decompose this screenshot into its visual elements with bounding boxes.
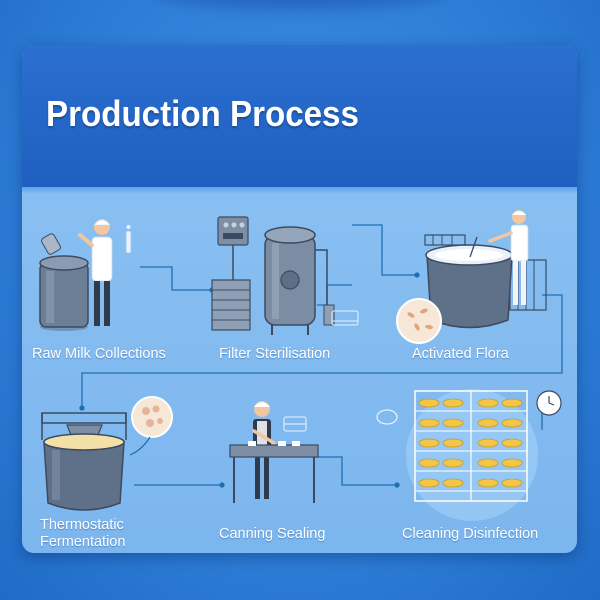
cheese-rows — [418, 398, 523, 488]
top-glow — [150, 0, 450, 10]
flow-connectors — [79, 224, 563, 488]
step-label-filter-sterilisation: Filter Sterilisation — [219, 346, 331, 362]
step-thermostatic-fermentation-illustration — [41, 396, 173, 511]
step-raw-milk-illustration — [39, 219, 132, 331]
step-filter-sterilisation-illustration — [211, 216, 359, 335]
connector-2-3 — [317, 284, 352, 306]
step-activated-flora-illustration — [396, 210, 547, 344]
process-illustration — [39, 210, 563, 521]
step-cleaning-disinfection-illustration — [376, 389, 562, 521]
connector-1-2 — [140, 266, 212, 291]
step-label-canning-sealing: Canning Sealing — [219, 526, 326, 542]
header-banner: Production Process — [22, 45, 577, 187]
header-divider — [22, 187, 577, 195]
connector-2-3b — [352, 224, 417, 276]
connector-3-4 — [81, 294, 563, 408]
step-label-thermostatic-fermentation: Thermostatic Fermentation — [40, 517, 126, 550]
step-label-activated-flora: Activated Flora — [412, 346, 509, 362]
step-label-raw-milk-collections: Raw Milk Collections — [32, 346, 166, 362]
step-canning-sealing-illustration — [229, 401, 319, 503]
connector-5-6 — [315, 456, 397, 486]
process-card: Production Process — [22, 45, 577, 553]
page-title: Production Process — [46, 93, 359, 134]
step-label-cleaning-disinfection: Cleaning Disinfection — [402, 526, 539, 542]
